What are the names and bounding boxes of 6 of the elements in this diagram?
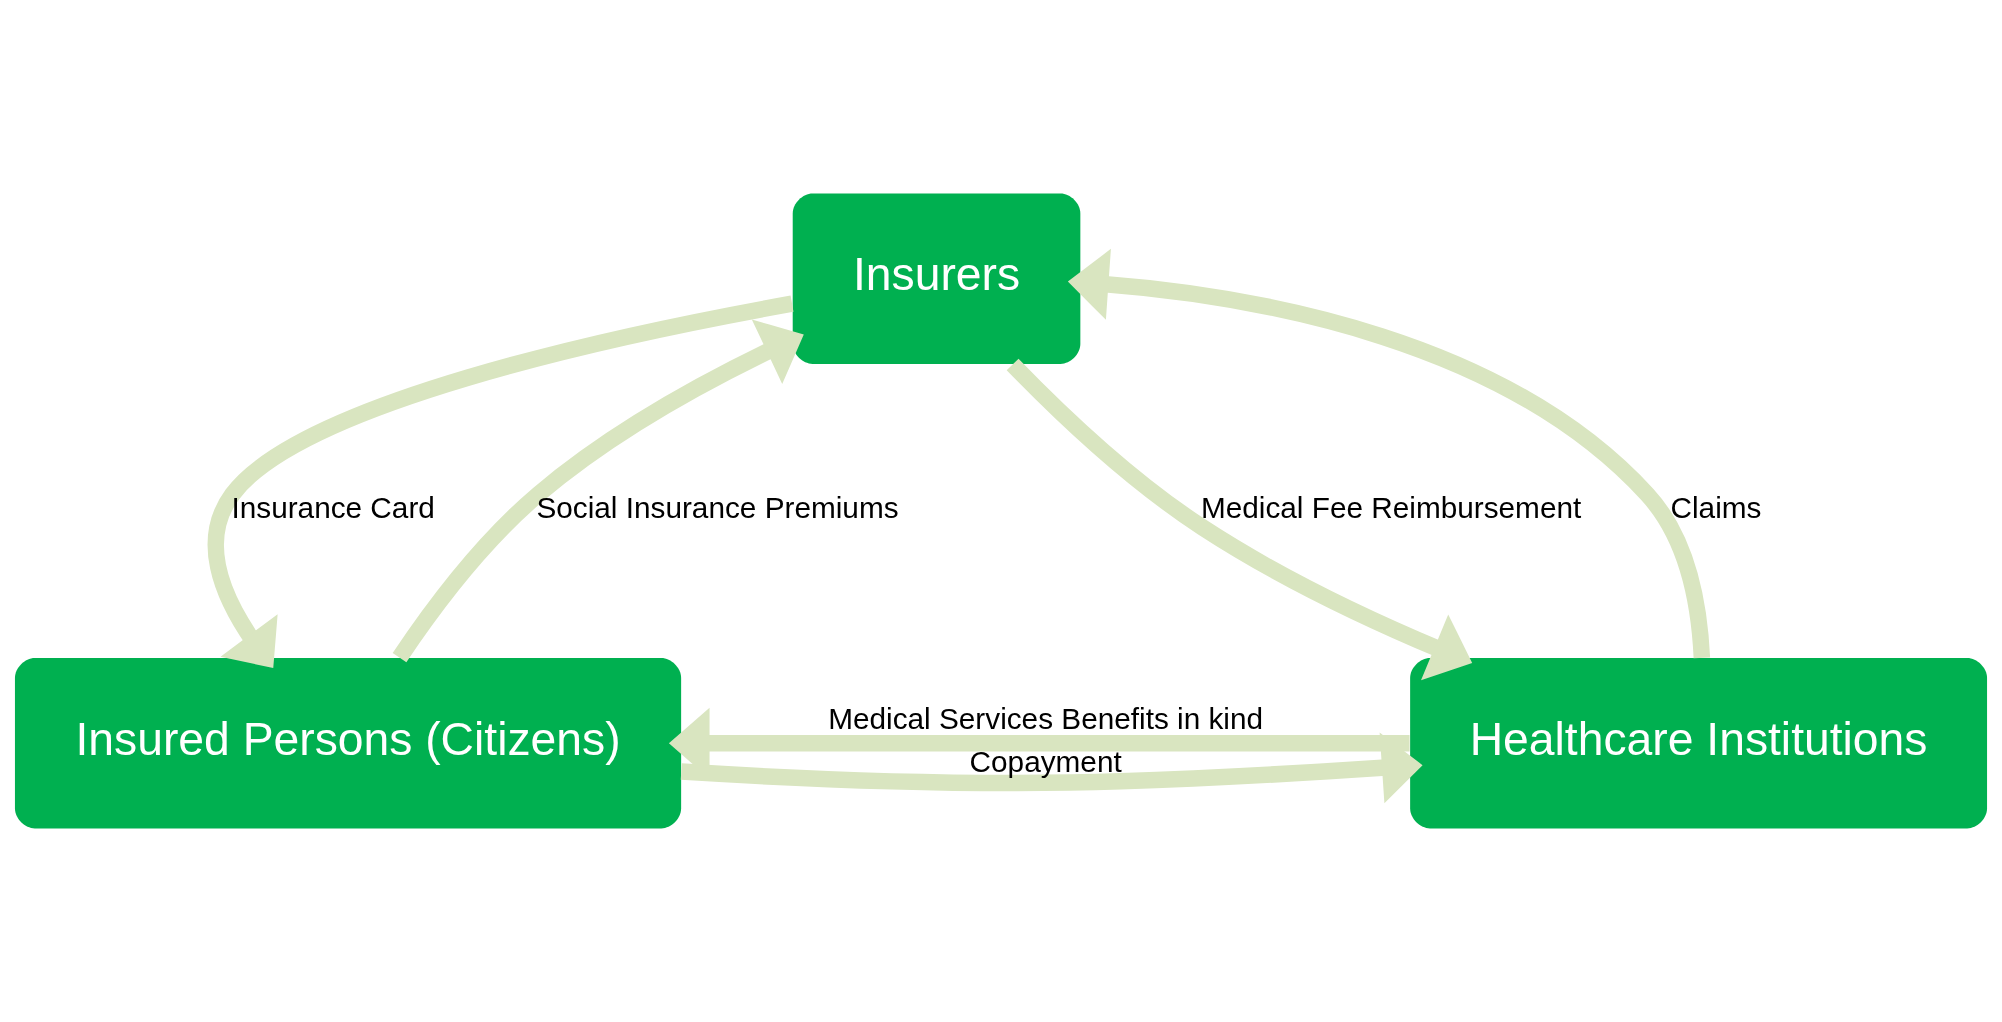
edge-label: Medical Fee Reimbursement bbox=[1200, 491, 1582, 525]
edge-label: Social Insurance Premiums bbox=[536, 491, 899, 525]
edge-label: Copayment bbox=[969, 745, 1122, 779]
edge-label: Insurance Card bbox=[231, 491, 435, 525]
edge-label: Medical Services Benefits in kind bbox=[828, 702, 1264, 736]
edge-label: Claims bbox=[1670, 491, 1762, 525]
